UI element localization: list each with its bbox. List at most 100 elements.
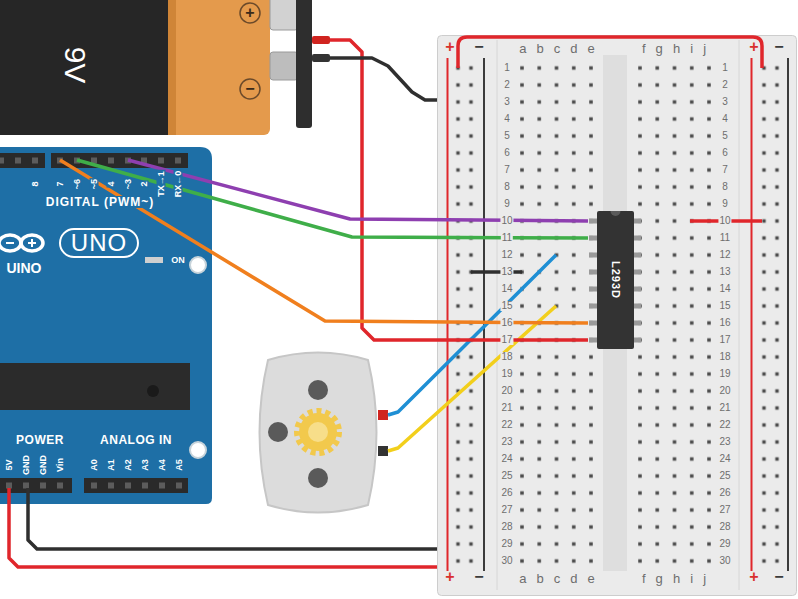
pin-label: ~3 — [124, 178, 133, 190]
row-number: 5 — [721, 131, 729, 141]
pin-label: A1 — [107, 459, 116, 471]
row-number: 30 — [718, 556, 731, 566]
gear-teeth — [297, 411, 339, 453]
row-number: 19 — [500, 369, 513, 379]
row-number: 1 — [721, 63, 729, 73]
rail-sign: + — [749, 39, 758, 55]
hole-grid — [513, 60, 599, 570]
header-label: POWER — [16, 434, 64, 446]
pin-label: TX→1 — [157, 170, 166, 198]
rail-holes — [452, 60, 478, 570]
motor-wire — [388, 306, 556, 451]
row-number: 22 — [718, 420, 731, 430]
battery-band-edge — [168, 0, 176, 135]
row-number: 23 — [718, 437, 731, 447]
gear — [299, 413, 337, 451]
pin-label: A2 — [124, 459, 133, 471]
breadboard-drawing — [438, 36, 797, 596]
wire — [330, 58, 437, 100]
row-number: 13 — [718, 267, 731, 277]
gear-hub — [308, 422, 328, 442]
rail-line-minus — [787, 58, 789, 571]
row-number: 27 — [500, 505, 513, 515]
power-led — [145, 257, 163, 263]
battery: 9V+− — [0, 0, 330, 135]
motor-screw — [308, 380, 328, 400]
terminal-sign: − — [245, 81, 254, 97]
wire — [330, 40, 588, 340]
chip-drawing — [589, 211, 641, 349]
pin-label: A0 — [90, 459, 99, 471]
wire — [128, 160, 588, 221]
lead-tip — [312, 54, 330, 62]
hole-grid — [631, 60, 717, 570]
snap-clip — [296, 0, 312, 128]
row-number: 15 — [718, 301, 731, 311]
motor-terminal — [378, 446, 388, 456]
row-number: 11 — [501, 233, 513, 243]
column-letters: f g h i j — [642, 572, 706, 585]
chip-dot — [147, 385, 159, 397]
terminal-ring — [240, 3, 260, 23]
rail-sign: − — [474, 39, 483, 55]
pin-label: ~5 — [90, 178, 99, 190]
row-number: 4 — [721, 114, 729, 124]
breadboard-body — [438, 36, 797, 596]
row-number: 2 — [503, 80, 511, 90]
pin-label: GND — [39, 455, 48, 475]
row-number: 3 — [503, 97, 511, 107]
ground-jumper — [471, 270, 522, 274]
rail-sign: + — [445, 569, 454, 585]
row-number: 2 — [721, 80, 729, 90]
row-number: 21 — [500, 403, 513, 413]
row-number: 25 — [718, 471, 731, 481]
chip-label: L293D — [609, 261, 620, 299]
row-number: 16 — [500, 318, 513, 328]
wire — [9, 488, 437, 567]
rail-sign: + — [749, 569, 758, 585]
lead-tip — [312, 36, 330, 44]
row-number: 22 — [500, 420, 513, 430]
motor-wire — [388, 255, 556, 415]
row-number: 29 — [500, 539, 513, 549]
breadboard: +−a b c d ef g h i j+−112233445566778899… — [437, 35, 798, 597]
row-number: 8 — [503, 182, 511, 192]
row-number: 18 — [718, 352, 731, 362]
row-number: 20 — [718, 386, 731, 396]
brand-logo — [0, 235, 43, 251]
row-number: 19 — [718, 369, 731, 379]
row-number: 24 — [718, 454, 731, 464]
row-number: 4 — [503, 114, 511, 124]
jumper-wires — [388, 37, 762, 451]
rail-sign: − — [774, 39, 783, 55]
column-letters: f g h i j — [642, 42, 706, 55]
pin-label: ~6 — [73, 178, 82, 190]
row-number: 23 — [500, 437, 513, 447]
header-label: ANALOG IN — [100, 434, 172, 446]
motor-body — [260, 353, 377, 513]
motor-screw — [308, 468, 328, 488]
row-number: 14 — [500, 284, 513, 294]
row-number: 10 — [718, 216, 731, 226]
rail-line-plus — [447, 58, 449, 571]
pin-label: Vin — [56, 458, 65, 472]
pin-label: 4 — [107, 180, 116, 187]
row-number: 3 — [721, 97, 729, 107]
rail-line-minus — [483, 58, 485, 571]
row-number: 25 — [500, 471, 513, 481]
pin-label: 7 — [56, 180, 65, 187]
row-number: 27 — [718, 505, 731, 515]
board-model: UNO — [71, 231, 127, 255]
wire — [28, 488, 437, 549]
pin-label: A3 — [141, 459, 150, 471]
row-number: 7 — [721, 165, 729, 175]
battery-voltage: 9V — [60, 47, 90, 84]
row-number: 17 — [500, 335, 513, 345]
row-number: 13 — [500, 267, 513, 277]
column-letters: a b c d e — [519, 42, 595, 55]
rail-sign: + — [445, 39, 454, 55]
